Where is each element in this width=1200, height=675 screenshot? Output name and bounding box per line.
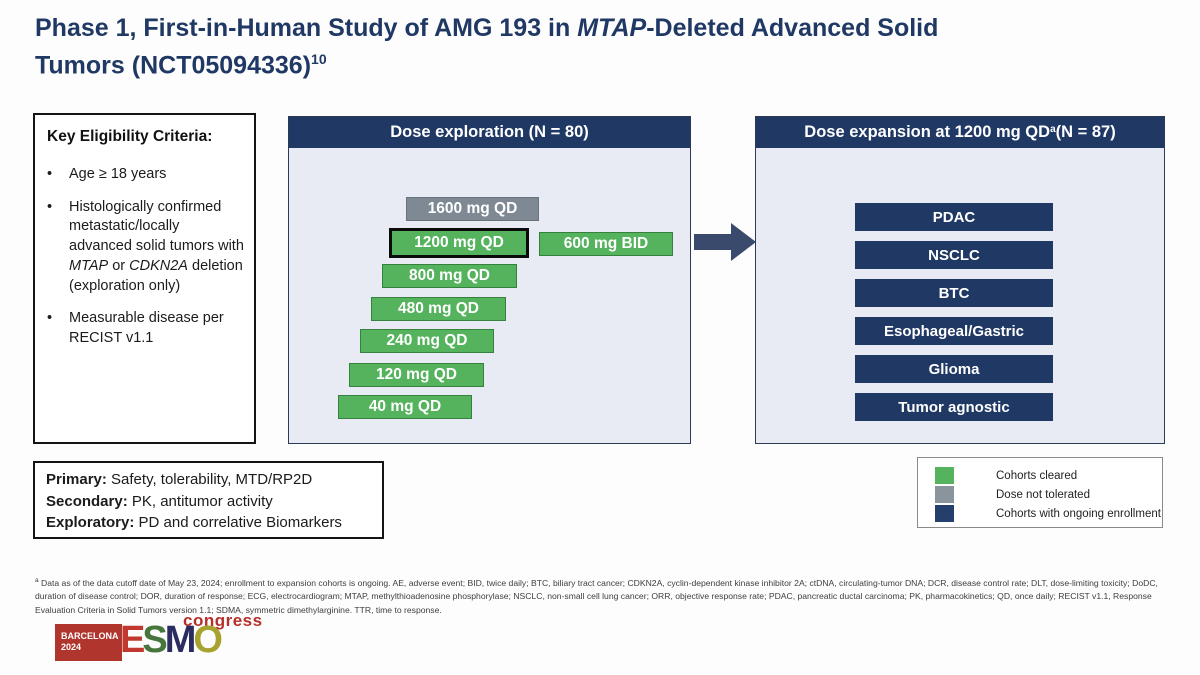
dose-bar-40mg-qd: 40 mg QD xyxy=(338,395,472,419)
eligibility-bullet-histology: • Histologically confirmed metastatic/lo… xyxy=(47,198,244,297)
endpoint-exploratory-label: Exploratory: xyxy=(46,514,135,531)
logo-congress-text: congress xyxy=(183,611,263,630)
legend-box: Cohorts cleared Dose not tolerated Cohor… xyxy=(917,457,1163,528)
dose-exploration-panel: Dose exploration (N = 80) 1600 mg QD 120… xyxy=(288,116,691,444)
cohort-tumor-agnostic: Tumor agnostic xyxy=(855,393,1053,421)
legend-row-ongoing: Cohorts with ongoing enrollment xyxy=(935,504,1162,523)
endpoint-secondary: Secondary: PK, antitumor activity xyxy=(46,491,371,513)
footnote: a Data as of the data cutoff date of May… xyxy=(35,574,1195,617)
dose-expansion-header-superscript: a xyxy=(1050,124,1056,135)
cohort-nsclc: NSCLC xyxy=(855,241,1053,269)
dose-exploration-header: Dose exploration (N = 80) xyxy=(289,117,690,148)
title-gene-mtap: MTAP xyxy=(577,14,647,42)
esmo-congress-logo: congress BARCELONA 2024 ESMO xyxy=(55,610,275,670)
logo-letter-o: O xyxy=(193,619,223,661)
logo-barcelona-badge: BARCELONA 2024 xyxy=(55,624,122,661)
legend-swatch-navy xyxy=(935,505,954,522)
legend-row-not-tolerated: Dose not tolerated xyxy=(935,485,1162,504)
footnote-line1: a Data as of the data cutoff date of May… xyxy=(35,574,1195,590)
histology-part2: or xyxy=(108,257,130,274)
histology-part3: deletion (exploration only) xyxy=(69,257,243,294)
legend-row-cleared: Cohorts cleared xyxy=(935,466,1162,485)
dose-bar-600mg-bid: 600 mg BID xyxy=(539,232,673,256)
dose-expansion-header-post: (N = 87) xyxy=(1055,123,1116,141)
dose-bar-120mg-qd: 120 mg QD xyxy=(349,363,484,387)
logo-esmo-letters: ESMO xyxy=(120,618,223,662)
eligibility-bullet-recist-text: Measurable disease per RECIST v1.1 xyxy=(69,310,224,347)
histology-part1: Histologically confirmed metastatic/loca… xyxy=(69,198,244,255)
endpoint-exploratory-text: PD and correlative Biomarkers xyxy=(134,514,342,531)
title-part1: Phase 1, First-in-Human Study of AMG 193… xyxy=(35,14,578,42)
legend-swatch-green xyxy=(935,467,954,484)
bullet-icon: • xyxy=(47,166,53,182)
title-part2: -Deleted Advanced Solid xyxy=(646,14,939,42)
title-reference-superscript: 10 xyxy=(311,51,327,67)
footnote-line1-text: Data as of the data cutoff date of May 2… xyxy=(38,577,1158,588)
logo-letter-e: E xyxy=(120,619,145,661)
footnote-line3: Evaluation Criteria in Solid Tumors vers… xyxy=(35,604,442,615)
logo-letter-m: M xyxy=(164,619,197,661)
logo-year: 2024 xyxy=(61,642,82,652)
eligibility-bullet-age-text: Age ≥ 18 years xyxy=(69,166,167,182)
title-line2: Tumors (NCT05094336) xyxy=(35,51,312,80)
dose-bar-1600mg-qd: 1600 mg QD xyxy=(406,197,539,221)
dose-bar-480mg-qd: 480 mg QD xyxy=(371,297,506,321)
endpoint-primary: Primary: Safety, tolerability, MTD/RP2D xyxy=(46,469,371,491)
endpoint-exploratory: Exploratory: PD and correlative Biomarke… xyxy=(46,512,371,534)
gene-mtap: MTAP xyxy=(69,257,109,274)
logo-city: BARCELONA xyxy=(61,631,119,641)
endpoint-primary-text: Safety, tolerability, MTD/RP2D xyxy=(106,471,313,488)
endpoint-secondary-label: Secondary: xyxy=(46,492,128,510)
legend-label-ongoing: Cohorts with ongoing enrollment xyxy=(996,507,1161,520)
dose-exploration-header-text: Dose exploration (N = 80) xyxy=(390,123,589,141)
dose-expansion-header-pre: Dose expansion at 1200 mg QD xyxy=(804,123,1051,141)
bullet-icon: • xyxy=(47,310,53,327)
cohort-glioma: Glioma xyxy=(855,355,1053,383)
footnote-superscript: a xyxy=(35,577,39,584)
endpoint-secondary-text: PK, antitumor activity xyxy=(127,492,273,510)
legend-label-not-tolerated: Dose not tolerated xyxy=(996,488,1090,501)
bullet-icon: • xyxy=(47,198,53,215)
right-arrow-head-icon xyxy=(731,223,756,261)
footnote-line2: duration of disease control; DOR, durati… xyxy=(35,591,1152,602)
logo-letter-s: S xyxy=(142,619,167,661)
cohort-esophageal-gastric: Esophageal/Gastric xyxy=(855,317,1053,345)
dose-bar-800mg-qd: 800 mg QD xyxy=(382,264,517,288)
eligibility-criteria-box: Key Eligibility Criteria: • Age ≥ 18 yea… xyxy=(33,113,256,444)
dose-bar-240mg-qd: 240 mg QD xyxy=(360,329,494,353)
eligibility-bullet-recist: • Measurable disease per RECIST v1.1 xyxy=(47,309,244,348)
gene-cdkn2a: CDKN2A xyxy=(129,257,188,274)
endpoints-box: Primary: Safety, tolerability, MTD/RP2D … xyxy=(33,461,384,539)
page-title: Phase 1, First-in-Human Study of AMG 193… xyxy=(35,13,1175,81)
legend-label-cleared: Cohorts cleared xyxy=(996,469,1078,482)
endpoint-primary-label: Primary: xyxy=(46,471,107,488)
right-arrow-icon xyxy=(694,234,732,250)
dose-bar-1200mg-qd-selected: 1200 mg QD xyxy=(389,228,529,258)
cohort-pdac: PDAC xyxy=(855,203,1053,231)
legend-swatch-gray xyxy=(935,486,954,503)
eligibility-heading: Key Eligibility Criteria: xyxy=(47,128,213,145)
eligibility-bullet-age: • Age ≥ 18 years xyxy=(47,165,244,185)
cohort-btc: BTC xyxy=(855,279,1053,307)
eligibility-bullet-histology-text: Histologically confirmed metastatic/loca… xyxy=(69,198,244,297)
